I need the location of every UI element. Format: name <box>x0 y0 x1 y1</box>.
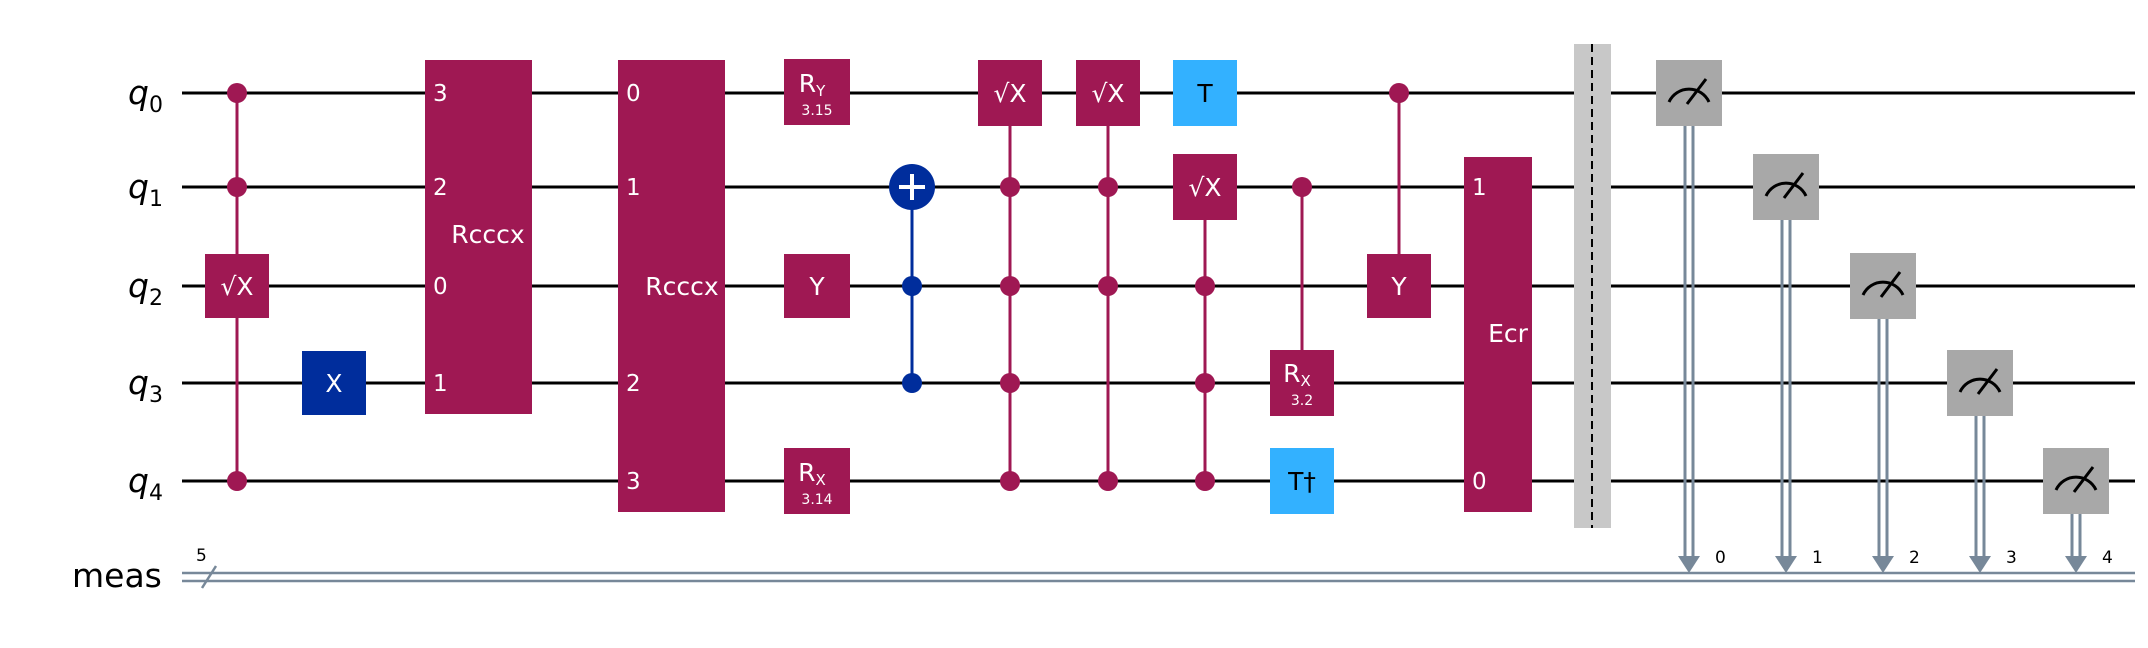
measure-gate-q2: 2 <box>1850 253 1920 573</box>
wire-labels: q0 q1 q2 q3 q4 meas 5 <box>72 73 207 595</box>
sqrtx-label: √X <box>220 272 253 301</box>
control-dot-q2 <box>902 276 922 296</box>
clbit-index-label: 3 <box>2006 548 2017 568</box>
svg-text:Rcccx: Rcccx <box>451 220 524 249</box>
svg-text:√X: √X <box>993 79 1026 108</box>
y-gate-q2: Y <box>784 254 850 318</box>
rcccx-gate-2: Rcccx 0 1 2 3 <box>618 60 725 512</box>
svg-text:RX: RX <box>798 458 826 489</box>
c3sx-gate: √X <box>205 83 269 491</box>
t-gate-q0: T <box>1173 60 1237 126</box>
svg-text:Y: Y <box>1390 272 1407 301</box>
svg-text:3.14: 3.14 <box>801 492 832 508</box>
svg-text:Ecr: Ecr <box>1488 319 1529 348</box>
c3sx-gate-3: √X <box>1173 154 1237 491</box>
svg-text:RX: RX <box>1283 359 1311 390</box>
port-label: 2 <box>433 175 448 201</box>
measure-gate-q1: 1 <box>1753 154 1823 573</box>
svg-text:√X: √X <box>1091 79 1124 108</box>
port-label: 1 <box>433 371 448 397</box>
svg-text:√X: √X <box>1188 173 1221 202</box>
clbit-index-label: 1 <box>1812 548 1823 568</box>
qubit-label-q0: q0 <box>128 73 163 118</box>
qubit-label-q4: q4 <box>128 461 163 506</box>
svg-text:3.2: 3.2 <box>1291 393 1313 409</box>
port-label: 2 <box>626 371 641 397</box>
qubit-label-q2: q2 <box>128 266 163 311</box>
port-label: 1 <box>1472 175 1487 201</box>
tdg-gate-q4: T† <box>1270 448 1334 514</box>
measure-gate-q3: 3 <box>1947 350 2017 573</box>
qubit-label-q1: q1 <box>128 167 163 212</box>
measurement-gates: 0 1 2 3 4 <box>1656 60 2113 573</box>
svg-text:T: T <box>1196 79 1213 108</box>
svg-text:RY: RY <box>799 69 826 100</box>
svg-text:3.15: 3.15 <box>801 103 832 119</box>
clbit-index-label: 2 <box>1909 548 1920 568</box>
control-dot-q4 <box>227 471 247 491</box>
ecr-gate: Ecr 1 0 <box>1464 157 1532 512</box>
classical-width-slash <box>200 565 218 589</box>
svg-text:X: X <box>325 369 342 398</box>
measure-gate-q4: 4 <box>2043 448 2113 573</box>
port-label: 0 <box>433 274 448 300</box>
crx-gate: RX 3.2 <box>1270 177 1334 416</box>
c3sx-gate-2: √X <box>1076 60 1140 491</box>
barrier <box>1574 44 1611 528</box>
port-label: 0 <box>1472 469 1487 495</box>
rx-gate-q4: RX 3.14 <box>784 448 850 514</box>
classical-wire <box>182 565 2135 589</box>
port-label: 3 <box>433 81 448 107</box>
clbit-index-label: 4 <box>2102 548 2113 568</box>
ccx-gate <box>889 164 935 393</box>
cy-gate: Y <box>1367 83 1431 318</box>
ry-gate-q0: RY 3.15 <box>784 59 850 125</box>
control-dot-q3 <box>902 373 922 393</box>
port-label: 1 <box>626 175 641 201</box>
control-dot-q0 <box>227 83 247 103</box>
x-gate-q3: X <box>302 351 366 415</box>
port-label: 3 <box>626 469 641 495</box>
classical-register-width: 5 <box>196 546 207 566</box>
qubit-label-q3: q3 <box>128 363 163 408</box>
svg-text:Y: Y <box>808 272 825 301</box>
clbit-index-label: 0 <box>1715 548 1726 568</box>
port-label: 0 <box>626 81 641 107</box>
measure-gate-q0: 0 <box>1656 60 1726 573</box>
rcccx-gate-1: Rcccx 3 2 0 1 <box>425 60 532 414</box>
classical-register-label: meas <box>72 556 162 595</box>
svg-text:T†: T† <box>1287 467 1316 496</box>
svg-text:Rcccx: Rcccx <box>645 272 718 301</box>
c4sx-gate-1: √X <box>978 60 1042 491</box>
control-dot-q1 <box>227 177 247 197</box>
